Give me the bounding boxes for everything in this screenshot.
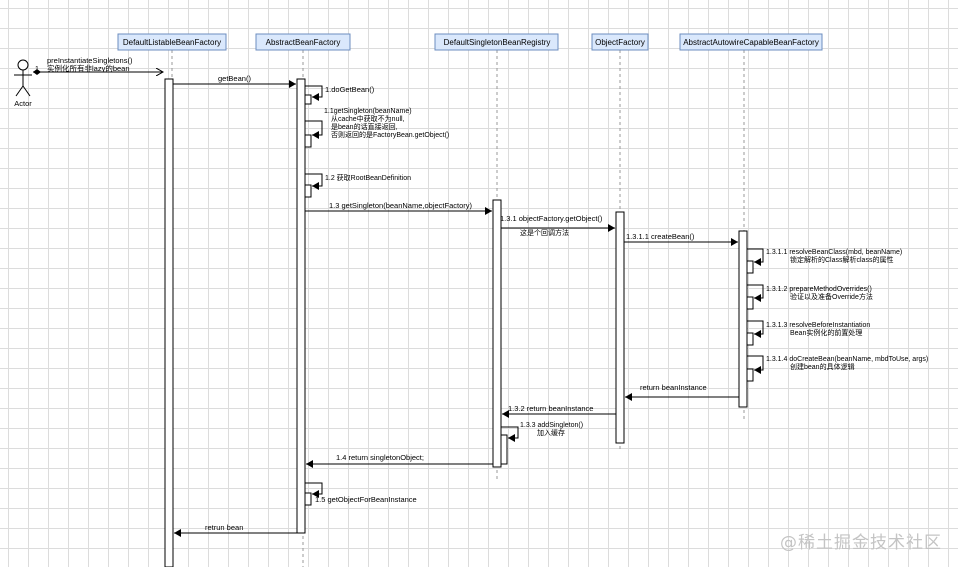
actor-head — [17, 59, 29, 71]
message-1-line1: preInstantiateSingletons() — [47, 56, 133, 65]
message-1-1b-line2: 从cache中获取不为null, — [331, 114, 405, 123]
message-return-bean-instance-1: return beanInstance — [625, 383, 739, 401]
activation-aacbf — [738, 230, 748, 408]
message-1-3-3-line2: 加入缓存 — [537, 428, 565, 437]
message-1-3-1-1-4-line1: 1.3.1.4 doCreateBean(beanName, mbdToUse,… — [766, 356, 928, 363]
message-1-3-1-line1: 1.3.1 objectFactory.getObject() — [500, 214, 603, 223]
message-return-bean-label: retrun bean — [205, 523, 243, 532]
activation-abf-self-1-1 — [304, 134, 312, 148]
lifeline-dsbr-header — [434, 33, 559, 51]
self-call-rootbeandef — [305, 173, 323, 190]
message-1-1b-line3: 是bean的话直接返回, — [331, 122, 398, 131]
watermark: @稀土掘金技术社区 — [780, 533, 942, 553]
self-call-getobjectforbeaninstance — [305, 482, 323, 498]
self-call-dogetbean — [305, 85, 323, 101]
activation-aacbf-self-3 — [746, 332, 754, 346]
activation-aacbf-self-2 — [746, 296, 754, 310]
actor-label: Actor — [14, 99, 32, 108]
actor-leg-right — [22, 85, 31, 97]
message-1-2-label: 1.2 获取RootBeanDefinition — [325, 173, 411, 182]
self-call-addsingleton — [501, 426, 519, 442]
activation-dsbr — [492, 199, 502, 468]
activation-dlbf — [164, 78, 174, 567]
message-1-3-3-line1: 1.3.3 addSingleton() — [520, 422, 583, 429]
message-getbean: getBean() — [173, 74, 296, 88]
message-1-3-1-1-3-line1: 1.3.1.3 resolveBeforeInstantiation — [766, 322, 870, 329]
message-return-bean-instance-1-label: return beanInstance — [640, 383, 707, 392]
self-call-resolvebeanclass — [747, 248, 764, 266]
lifeline-headers: DefaultListableBeanFactory AbstractBeanF… — [117, 33, 823, 51]
lifeline-aacbf-label: AbstractAutowireCapableBeanFactory — [683, 38, 819, 47]
lifeline-of-label: ObjectFactory — [595, 38, 645, 47]
activation-abf — [296, 78, 306, 534]
lifeline-lines — [171, 50, 745, 567]
self-call-docreatebean — [747, 355, 764, 374]
message-1-line2: 实例化所有非lazy的bean — [47, 63, 130, 73]
message-1-3-1-1-1-line2: 锁定解析的Class解析class的属性 — [790, 255, 893, 264]
activation-aacbf-self-1 — [746, 260, 754, 274]
message-return-bean: retrun bean — [174, 523, 297, 537]
activation-abf-self-1 — [304, 94, 312, 105]
activation-abf-self-1-5 — [304, 492, 312, 506]
message-1-3-1-1: 1.3.1.1 createBean() — [624, 232, 738, 246]
message-1-1b-line4: 否则返回的是FactoryBean.getObject() — [331, 130, 449, 139]
message-1: 1 preInstantiateSingletons() 实例化所有非lazy的… — [33, 56, 163, 73]
lifeline-aacbf-header — [679, 33, 823, 51]
lifeline-dlbf-label: DefaultListableBeanFactory — [123, 38, 221, 47]
message-1-3-label: 1.3 getSingleton(beanName,objectFactory) — [329, 201, 473, 210]
self-call-preparemethodoverrides — [747, 284, 764, 302]
lifeline-dsbr-label: DefaultSingletonBeanRegistry — [444, 38, 551, 47]
message-1-4-label: 1.4 return singletonObject; — [336, 453, 424, 462]
lifeline-abf-header — [255, 33, 351, 51]
message-1-3-1-1-2-line1: 1.3.1.2 prepareMethodOverrides() — [766, 286, 872, 293]
message-1-3-1-1-4-line2: 创建bean的具体逻辑 — [790, 362, 855, 371]
message-1-1b-line1: 1.1getSingleton(beanName) — [324, 108, 412, 115]
message-getbean-label: getBean() — [218, 74, 251, 83]
message-1-3-1-1-label: 1.3.1.1 createBean() — [626, 232, 695, 241]
message-1-3-1-1-1-line1: 1.3.1.1 resolveBeanClass(mbd, beanName) — [766, 249, 902, 256]
message-1-1-label: 1.doGetBean() — [325, 85, 375, 94]
self-calls-aacbf — [747, 248, 764, 374]
message-1-3: 1.3 getSingleton(beanName,objectFactory) — [305, 201, 492, 215]
lifeline-dlbf-header — [117, 33, 227, 51]
message-1-1b-label: 1.1getSingleton(beanName) 从cache中获取不为nul… — [324, 108, 449, 139]
activation-abf-self-1-2 — [304, 184, 312, 198]
lifeline-abf-label: AbstractBeanFactory — [266, 38, 341, 47]
self-calls-abf — [305, 85, 323, 498]
message-1-3-1-1-2-line2: 验证以及准备Override方法 — [790, 292, 873, 301]
message-1-3-2-label: 1.3.2 return beanInstance — [508, 404, 593, 413]
activation-aacbf-self-4 — [746, 368, 754, 382]
message-1-3-1: 1.3.1 objectFactory.getObject() 这是个回调方法 — [500, 214, 615, 237]
message-1-3-2: 1.3.2 return beanInstance — [502, 404, 616, 418]
activation-of — [615, 211, 625, 444]
activation-bars — [164, 78, 754, 567]
message-1-3-1-1-3-line2: Bean实例化的前置处理 — [790, 328, 862, 337]
message-1-number: 1 — [35, 66, 39, 73]
self-call-getsingleton — [305, 120, 323, 139]
message-1-3-3: 1.3.3 addSingleton() 加入缓存 — [501, 422, 583, 442]
message-1-5-label: 1.5 getObjectForBeanInstance — [315, 495, 417, 504]
activation-dsbr-self — [500, 434, 508, 465]
self-call-resolvebeforeinstantiation — [747, 320, 764, 338]
lifeline-of-header — [591, 33, 649, 51]
message-1-4: 1.4 return singletonObject; — [306, 453, 493, 468]
actor-leg-left — [15, 85, 24, 97]
actor: Actor — [14, 59, 32, 108]
message-1-3-1-line2: 这是个回调方法 — [520, 228, 569, 237]
